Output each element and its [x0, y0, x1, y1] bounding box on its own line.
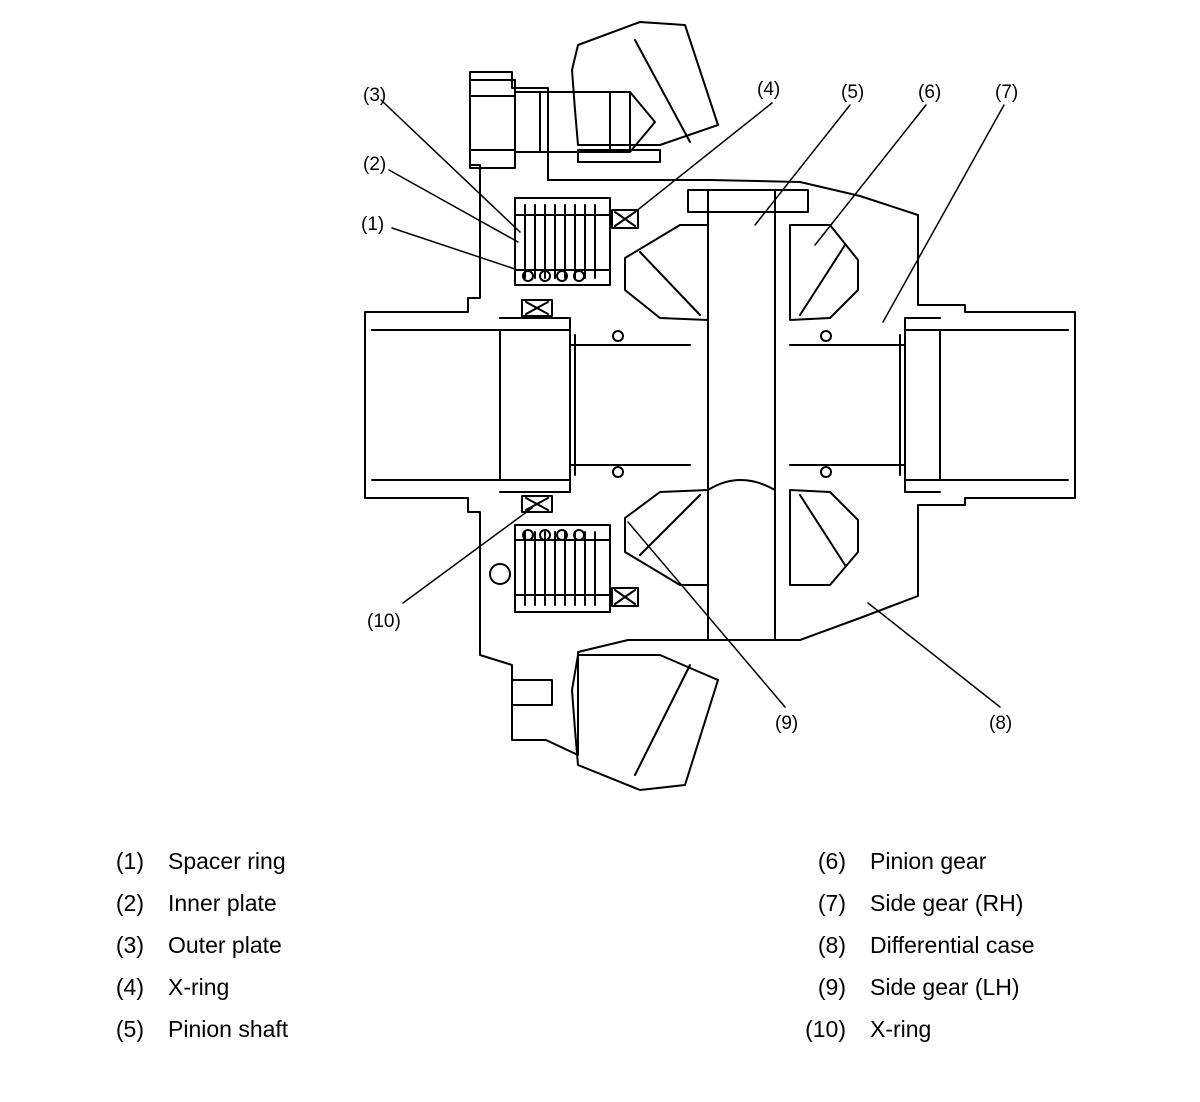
- callout-8: (8): [989, 713, 1012, 734]
- callout-2: (2): [363, 154, 386, 175]
- callout-1: (1): [361, 214, 384, 235]
- legend-item: (5) Pinion shaft: [88, 1008, 288, 1050]
- legend-label: Pinion shaft: [168, 1016, 289, 1042]
- upper-clutch-pack: [514, 197, 611, 286]
- legend-number: (1): [115, 848, 144, 874]
- lower-clutch-pack: [514, 524, 611, 613]
- left-axle-shaft: [569, 334, 691, 476]
- legend-label: X-ring: [168, 974, 230, 1000]
- legend-label: Side gear (LH): [870, 974, 1020, 1000]
- callout-3: (3): [363, 85, 386, 106]
- legend-number: (3): [115, 932, 144, 958]
- callout-6: (6): [918, 82, 941, 103]
- legend-item: (10) X-ring: [790, 1008, 1035, 1050]
- upper-ring-gear-base: [577, 149, 661, 163]
- legend-label: Side gear (RH): [870, 890, 1024, 916]
- callout-10: (10): [367, 611, 401, 632]
- legend-number: (8): [817, 932, 846, 958]
- upper-pinion-gear-left: [624, 224, 709, 321]
- right-axle-bore: [904, 317, 1069, 493]
- upper-spacer-ring-balls: [522, 270, 585, 282]
- upper-bolt-shank: [514, 91, 656, 153]
- legend-item: (6) Pinion gear: [790, 840, 1035, 882]
- pinion-shaft-body: [707, 189, 776, 641]
- legend-label: Differential case: [870, 932, 1035, 958]
- pinion-shaft-head: [687, 189, 809, 213]
- legend-item: (3) Outer plate: [88, 924, 288, 966]
- axle-x-ring-lower: [521, 495, 553, 513]
- axle-x-ring-upper: [521, 299, 553, 317]
- lower-pinion-gear-left: [624, 489, 709, 586]
- legend-label: Pinion gear: [870, 848, 987, 874]
- callout-leader-lines: [380, 99, 1005, 708]
- legend-number: (7): [817, 890, 846, 916]
- legend-item: (4) X-ring: [88, 966, 288, 1008]
- legend-label: X-ring: [870, 1016, 932, 1042]
- legend-right-column: (6) Pinion gear (7) Side gear (RH) (8) D…: [790, 840, 1035, 1050]
- left-axle-bore: [371, 317, 571, 493]
- legend-label: Inner plate: [168, 890, 277, 916]
- upper-ring-gear: [571, 21, 719, 146]
- right-axle-shaft: [789, 334, 906, 476]
- legend-number: (4): [115, 974, 144, 1000]
- legend-number: (6): [817, 848, 846, 874]
- differential-case-outline: [364, 71, 1076, 756]
- lower-spacer-ring-balls: [522, 529, 585, 541]
- legend-number: (10): [805, 1016, 846, 1042]
- lower-pinion-gear-right: [789, 489, 859, 586]
- callout-5: (5): [841, 82, 864, 103]
- legend-number: (2): [115, 890, 144, 916]
- differential-cross-section-diagram: (3) (2) (1) (4) (5) (6) (7) (10) (9) (8): [361, 21, 1076, 791]
- lower-bolt-stub: [511, 679, 553, 706]
- upper-pinion-gear-right: [789, 224, 859, 321]
- lower-x-ring: [611, 587, 639, 607]
- upper-bolt-head: [469, 79, 516, 169]
- legend-number: (5): [115, 1016, 144, 1042]
- callout-9: (9): [775, 713, 798, 734]
- shaft-o-rings: [489, 330, 832, 585]
- callout-7: (7): [995, 82, 1018, 103]
- legend-label: Outer plate: [168, 932, 282, 958]
- legend-number: (9): [817, 974, 846, 1000]
- legend-item: (1) Spacer ring: [88, 840, 288, 882]
- callout-labels: (3) (2) (1) (4) (5) (6) (7) (10) (9) (8): [361, 79, 1018, 734]
- callout-4: (4): [757, 79, 780, 100]
- legend-label: Spacer ring: [168, 848, 286, 874]
- legend-left-column: (1) Spacer ring (2) Inner plate (3) Oute…: [88, 840, 288, 1050]
- lower-ring-gear: [571, 654, 719, 791]
- legend-item: (2) Inner plate: [88, 882, 288, 924]
- legend-item: (7) Side gear (RH): [790, 882, 1035, 924]
- legend-item: (8) Differential case: [790, 924, 1035, 966]
- legend-item: (9) Side gear (LH): [790, 966, 1035, 1008]
